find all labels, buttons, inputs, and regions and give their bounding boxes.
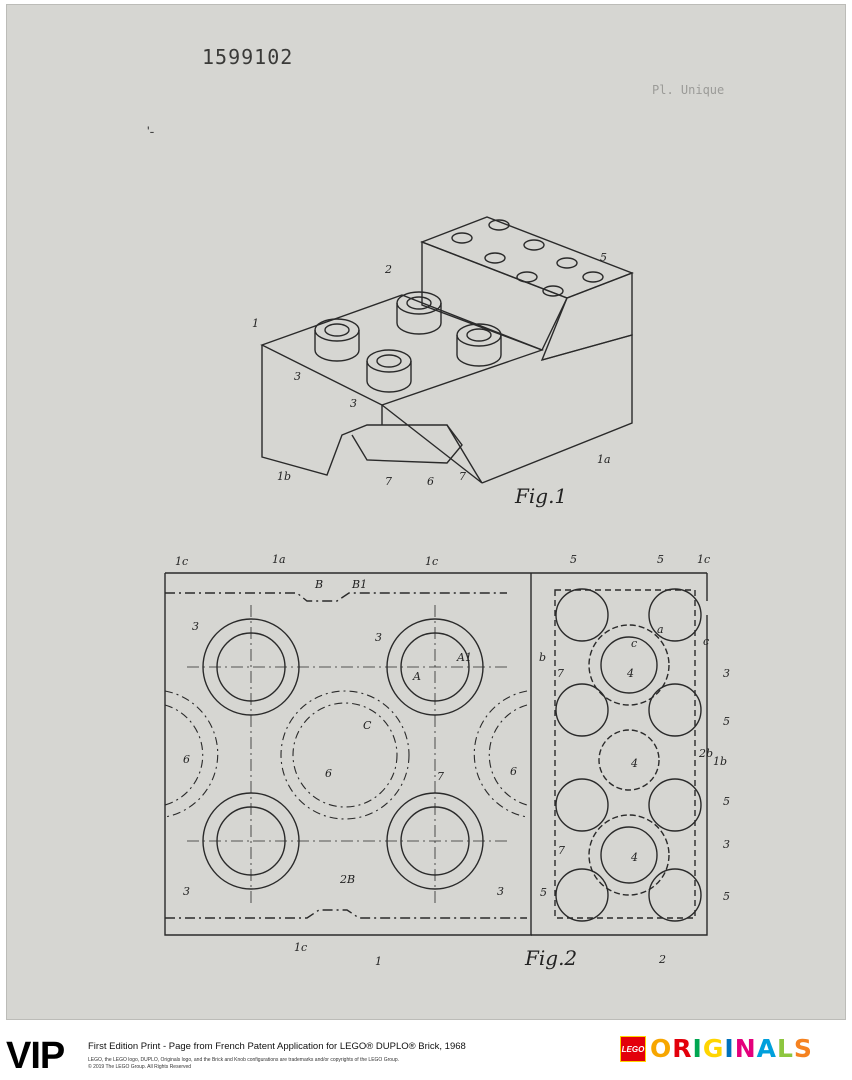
- fig2-dashed-circles: [164, 690, 528, 820]
- svg-text:A: A: [412, 670, 421, 683]
- svg-text:7: 7: [558, 844, 565, 857]
- fig1-label: Fig.1: [514, 484, 567, 508]
- svg-text:5: 5: [540, 886, 547, 899]
- stamp-text: Pl. Unique: [652, 83, 725, 97]
- originals-letter: N: [734, 1034, 756, 1063]
- svg-text:2b: 2b: [698, 747, 713, 760]
- vip-logo: VIP: [6, 1035, 65, 1077]
- svg-text:3: 3: [497, 885, 504, 898]
- svg-text:a: a: [657, 623, 664, 636]
- svg-text:4: 4: [630, 757, 638, 770]
- rear-brick-left: [421, 240, 568, 351]
- front-brick-top: [260, 294, 545, 406]
- svg-text:5: 5: [723, 715, 730, 728]
- svg-text:5: 5: [723, 890, 730, 903]
- lego-logo: LEGO: [620, 1036, 646, 1062]
- svg-text:6: 6: [510, 765, 517, 778]
- svg-text:c: c: [631, 637, 637, 650]
- svg-text:4: 4: [630, 851, 638, 864]
- svg-text:6: 6: [183, 753, 190, 766]
- svg-text:3: 3: [192, 620, 199, 633]
- svg-text:5: 5: [570, 553, 577, 566]
- originals-letter: A: [756, 1034, 776, 1063]
- svg-text:B1: B1: [351, 578, 367, 591]
- svg-text:1b: 1b: [277, 470, 291, 483]
- patent-drawing: 1 2 3 3 5 1b 7 6 7 1a Fig.1 1c 1a B B1 1…: [164, 216, 730, 970]
- originals-letter: I: [724, 1034, 734, 1063]
- svg-text:7: 7: [437, 770, 444, 783]
- svg-text:5: 5: [723, 795, 730, 808]
- originals-letter: S: [793, 1034, 812, 1063]
- fig2-small-studs: [555, 588, 702, 922]
- svg-text:1c: 1c: [175, 555, 188, 568]
- svg-text:c: c: [703, 635, 709, 648]
- svg-text:3: 3: [294, 370, 301, 383]
- rear-brick-studs: [451, 219, 604, 297]
- print-footer: VIP First Edition Print - Page from Fren…: [0, 1021, 852, 1080]
- front-brick-studs: [314, 291, 502, 393]
- originals-letter: G: [702, 1034, 724, 1063]
- svg-text:3: 3: [375, 631, 382, 644]
- legal-notice: LEGO, the LEGO logo, DUPLO, Originals lo…: [88, 1057, 399, 1071]
- svg-text:5: 5: [600, 251, 607, 264]
- fig2-large-tubes: [202, 618, 484, 890]
- svg-text:6: 6: [427, 475, 434, 488]
- svg-text:7: 7: [459, 470, 466, 483]
- svg-text:b: b: [539, 651, 546, 664]
- originals-letter: I: [692, 1034, 702, 1063]
- svg-text:1c: 1c: [697, 553, 710, 566]
- front-brick-left: [261, 345, 483, 484]
- fig2-centerlines: [187, 605, 507, 905]
- svg-text:B: B: [314, 578, 323, 591]
- print-caption: First Edition Print - Page from French P…: [88, 1041, 466, 1052]
- margin-mark: '-: [147, 123, 155, 139]
- svg-text:1b: 1b: [713, 755, 727, 768]
- svg-text:A1: A1: [456, 651, 472, 664]
- svg-text:1c: 1c: [294, 941, 307, 954]
- svg-text:7: 7: [557, 667, 564, 680]
- svg-text:1a: 1a: [597, 453, 611, 466]
- originals-letter: L: [776, 1034, 793, 1063]
- svg-text:4: 4: [626, 667, 634, 680]
- svg-text:2: 2: [658, 953, 666, 966]
- cutaway-base: [351, 424, 463, 464]
- svg-text:1: 1: [375, 955, 382, 968]
- legal-line-1: LEGO, the LEGO logo, DUPLO, Originals lo…: [88, 1057, 399, 1063]
- patent-number: 1599102: [202, 45, 294, 69]
- svg-text:1: 1: [252, 317, 259, 330]
- svg-text:C: C: [363, 719, 372, 732]
- svg-text:6: 6: [325, 767, 332, 780]
- svg-text:3: 3: [723, 667, 730, 680]
- svg-text:1a: 1a: [272, 553, 286, 566]
- svg-text:7: 7: [385, 475, 392, 488]
- front-brick-right: [481, 334, 633, 484]
- fig2-outline: [164, 572, 708, 936]
- svg-text:3: 3: [350, 397, 357, 410]
- svg-text:1c: 1c: [425, 555, 438, 568]
- svg-text:3: 3: [183, 885, 190, 898]
- svg-text:2: 2: [384, 263, 392, 276]
- svg-text:5: 5: [657, 553, 664, 566]
- svg-text:2B: 2B: [339, 873, 355, 886]
- svg-text:3: 3: [723, 838, 730, 851]
- legal-line-2: © 2019 The LEGO Group. All Rights Reserv…: [88, 1064, 192, 1070]
- originals-letter: O: [650, 1034, 672, 1063]
- patent-page: 1599102 Pl. Unique '-: [6, 4, 846, 1020]
- fig2-label: Fig.2: [524, 946, 577, 970]
- originals-letter: R: [672, 1034, 692, 1063]
